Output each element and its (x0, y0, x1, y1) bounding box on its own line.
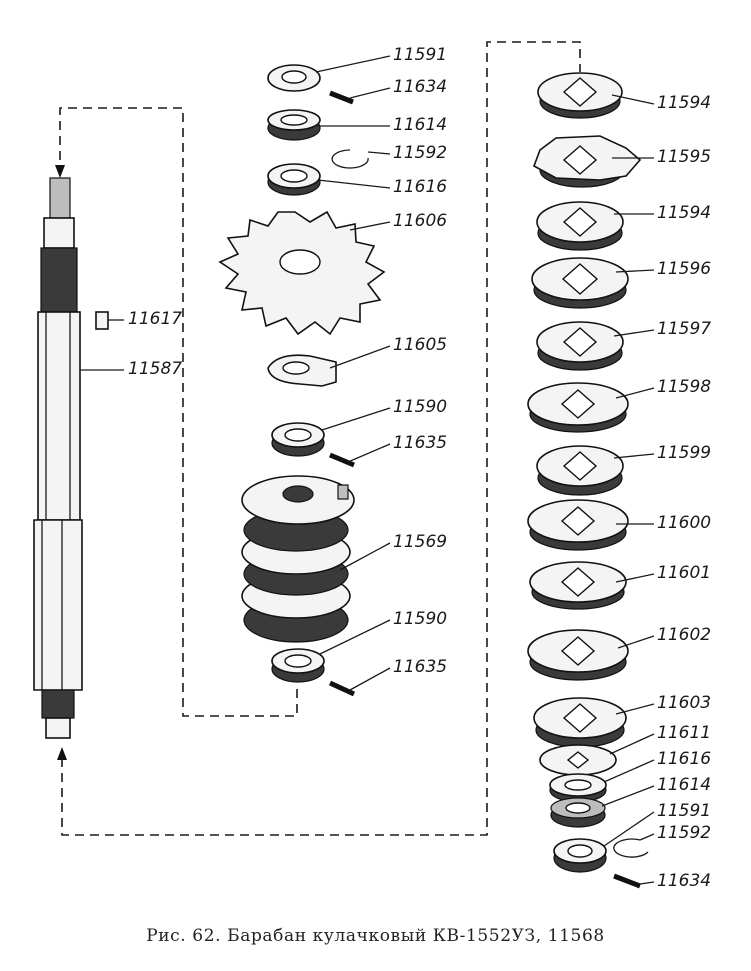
arrow-up-icon (57, 747, 67, 760)
cam-block (241, 475, 355, 643)
shaft-11587 (33, 177, 83, 739)
label-cam-block: 11569 (393, 532, 447, 552)
cam-disc (531, 257, 629, 309)
label-cam-11594-b: 11594 (657, 203, 711, 223)
label-key: 11617 (128, 309, 182, 329)
label-cam-11594-a: 11594 (657, 93, 711, 113)
label-pin-1: 11635 (393, 433, 447, 453)
leader-lines (80, 55, 655, 885)
cam-disc (527, 629, 629, 681)
cam-disc (527, 499, 629, 551)
cam-disc (536, 445, 624, 496)
label-spring-top: 11614 (393, 115, 447, 135)
pin-top (329, 90, 354, 105)
cam-disc (529, 561, 627, 610)
label-star-gear: 11606 (393, 211, 447, 231)
label-shaft: 11587 (128, 359, 182, 379)
label-cam-11597: 11597 (657, 319, 711, 339)
cam-disc (533, 697, 627, 748)
label-spring-bottom: 11614 (657, 775, 711, 795)
cam-disc (537, 72, 623, 119)
cam-disc (527, 382, 629, 433)
label-ring-bottom: 11592 (657, 823, 711, 843)
label-part-11611: 11611 (657, 723, 711, 743)
part-number-labels: 11587 11617 11591 11634 11614 11592 1161… (128, 45, 711, 891)
label-washer-top: 11616 (393, 177, 447, 197)
label-cam-11595: 11595 (657, 147, 711, 167)
figure-caption: Рис. 62. Барабан кулачковый КВ-1552УЗ, 1… (146, 926, 605, 946)
label-bushing-2: 11590 (393, 609, 447, 629)
bushing-2 (271, 648, 325, 683)
label-cam-11596: 11596 (657, 259, 711, 279)
label-plate: 11605 (393, 335, 447, 355)
ring-top (331, 149, 369, 169)
key-11617 (95, 311, 109, 330)
label-nut-bottom: 11591 (657, 801, 711, 821)
label-pin-top: 11634 (393, 77, 447, 97)
spring-bottom (550, 797, 606, 828)
star-gear (218, 210, 386, 336)
washer-bottom (549, 773, 607, 803)
spring-top (267, 109, 321, 141)
label-cam-11598: 11598 (657, 377, 711, 397)
plate (267, 354, 337, 387)
pin-bottom (613, 873, 641, 889)
assembly-path-lines (55, 41, 581, 836)
label-pin-bottom: 11634 (657, 871, 711, 891)
ring-bottom (613, 838, 649, 858)
bushing-1 (271, 422, 325, 457)
nut-bottom (553, 838, 607, 873)
nut-top (267, 64, 321, 92)
pin-2 (328, 680, 356, 697)
label-washer-bottom: 11616 (657, 749, 711, 769)
label-cam-11602: 11602 (657, 625, 711, 645)
label-cam-11603: 11603 (657, 693, 711, 713)
label-pin-2: 11635 (393, 657, 447, 677)
cam-disc (536, 321, 624, 371)
washer-top (267, 163, 321, 196)
cam-disc (533, 135, 642, 188)
small-cam-disc (539, 744, 617, 776)
cam-disc (536, 201, 624, 251)
cam-disc-stack (527, 72, 649, 889)
label-cam-11601: 11601 (657, 563, 711, 583)
arrow-down-icon (55, 165, 65, 178)
label-cam-11599: 11599 (657, 443, 711, 463)
label-ring-top: 11592 (393, 143, 447, 163)
label-bushing-1: 11590 (393, 397, 447, 417)
pin-1 (329, 452, 355, 468)
label-nut-top: 11591 (393, 45, 447, 65)
label-cam-11600: 11600 (657, 513, 711, 533)
